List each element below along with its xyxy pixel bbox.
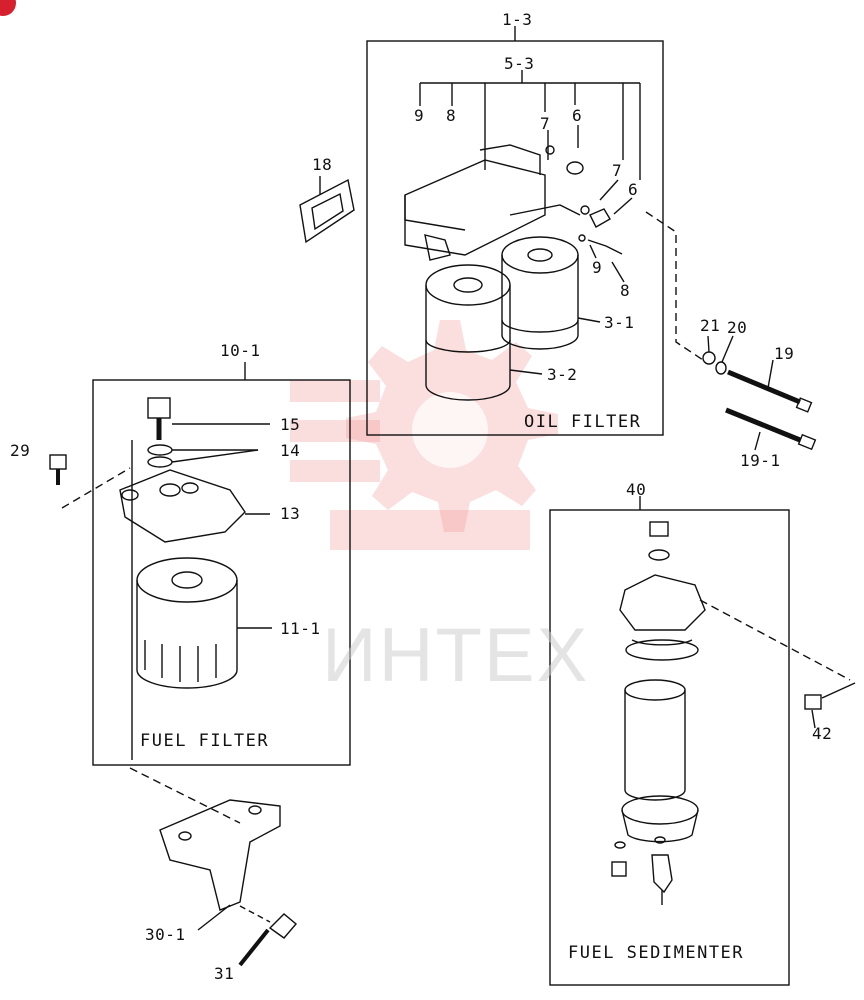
gasket-18 [299,176,355,244]
part-label: 3-2 [547,365,578,384]
washer-20 [715,361,727,375]
part-label: 19 [774,344,795,363]
washers-14 [147,444,259,468]
fuel-filter-title: FUEL FILTER [140,731,270,751]
part-label: 19-1 [740,451,781,470]
oil-filter-sub-code: 5-3 [504,54,535,73]
part-label: 18 [312,155,333,174]
bolt-31 [238,905,297,967]
bolt-15 [147,397,270,440]
part-label: 7 [612,161,623,180]
part-label: 20 [727,318,748,337]
part-label: 9 [414,106,425,125]
oil-filter-head [404,144,623,261]
fuel-sedimenter-box [549,509,790,986]
filter-cartridge-11-1 [136,557,272,689]
part-label: 15 [280,415,301,434]
part-label: 29 [10,441,31,460]
oil-filter-code: 1-3 [502,10,533,29]
part-label: 30-1 [145,925,186,944]
bracket-30-1 [129,767,281,931]
part-label: 7 [540,114,551,133]
part-label: 3-1 [604,313,635,332]
washer-21 [702,351,716,365]
part-label: 8 [446,106,457,125]
fuel-filter-code: 10-1 [220,341,261,360]
fuel-sedimenter-code: 40 [626,480,647,499]
oil-filter-title: OIL FILTER [524,412,642,432]
sedimenter-assembly [611,521,851,905]
bolt-19-1 [725,407,817,451]
watermark-text: ИНТЕХ [322,613,590,698]
corner-badge-icon [0,0,16,16]
filter-head-13 [119,469,270,543]
part-label: 21 [700,316,721,335]
part-label: 31 [214,964,235,983]
fuel-sedimenter-title: FUEL SEDIMENTER [568,943,745,963]
part-label: 13 [280,504,301,523]
bolt-29 [49,454,131,509]
watermark-bars [290,380,530,550]
bolt-19 [727,359,813,413]
part-label: 8 [620,281,631,300]
bolt-42 [804,682,856,729]
part-label: 6 [572,106,583,125]
part-label: 42 [812,724,833,743]
part-label: 6 [628,180,639,199]
fuel-filter-box [92,379,351,766]
oil-filter-canister-3-2 [425,264,511,401]
oil-filter-canister-3-1 [501,236,579,350]
part-label: 14 [280,441,301,460]
part-label: 9 [592,258,603,277]
part-label: 11-1 [280,619,321,638]
